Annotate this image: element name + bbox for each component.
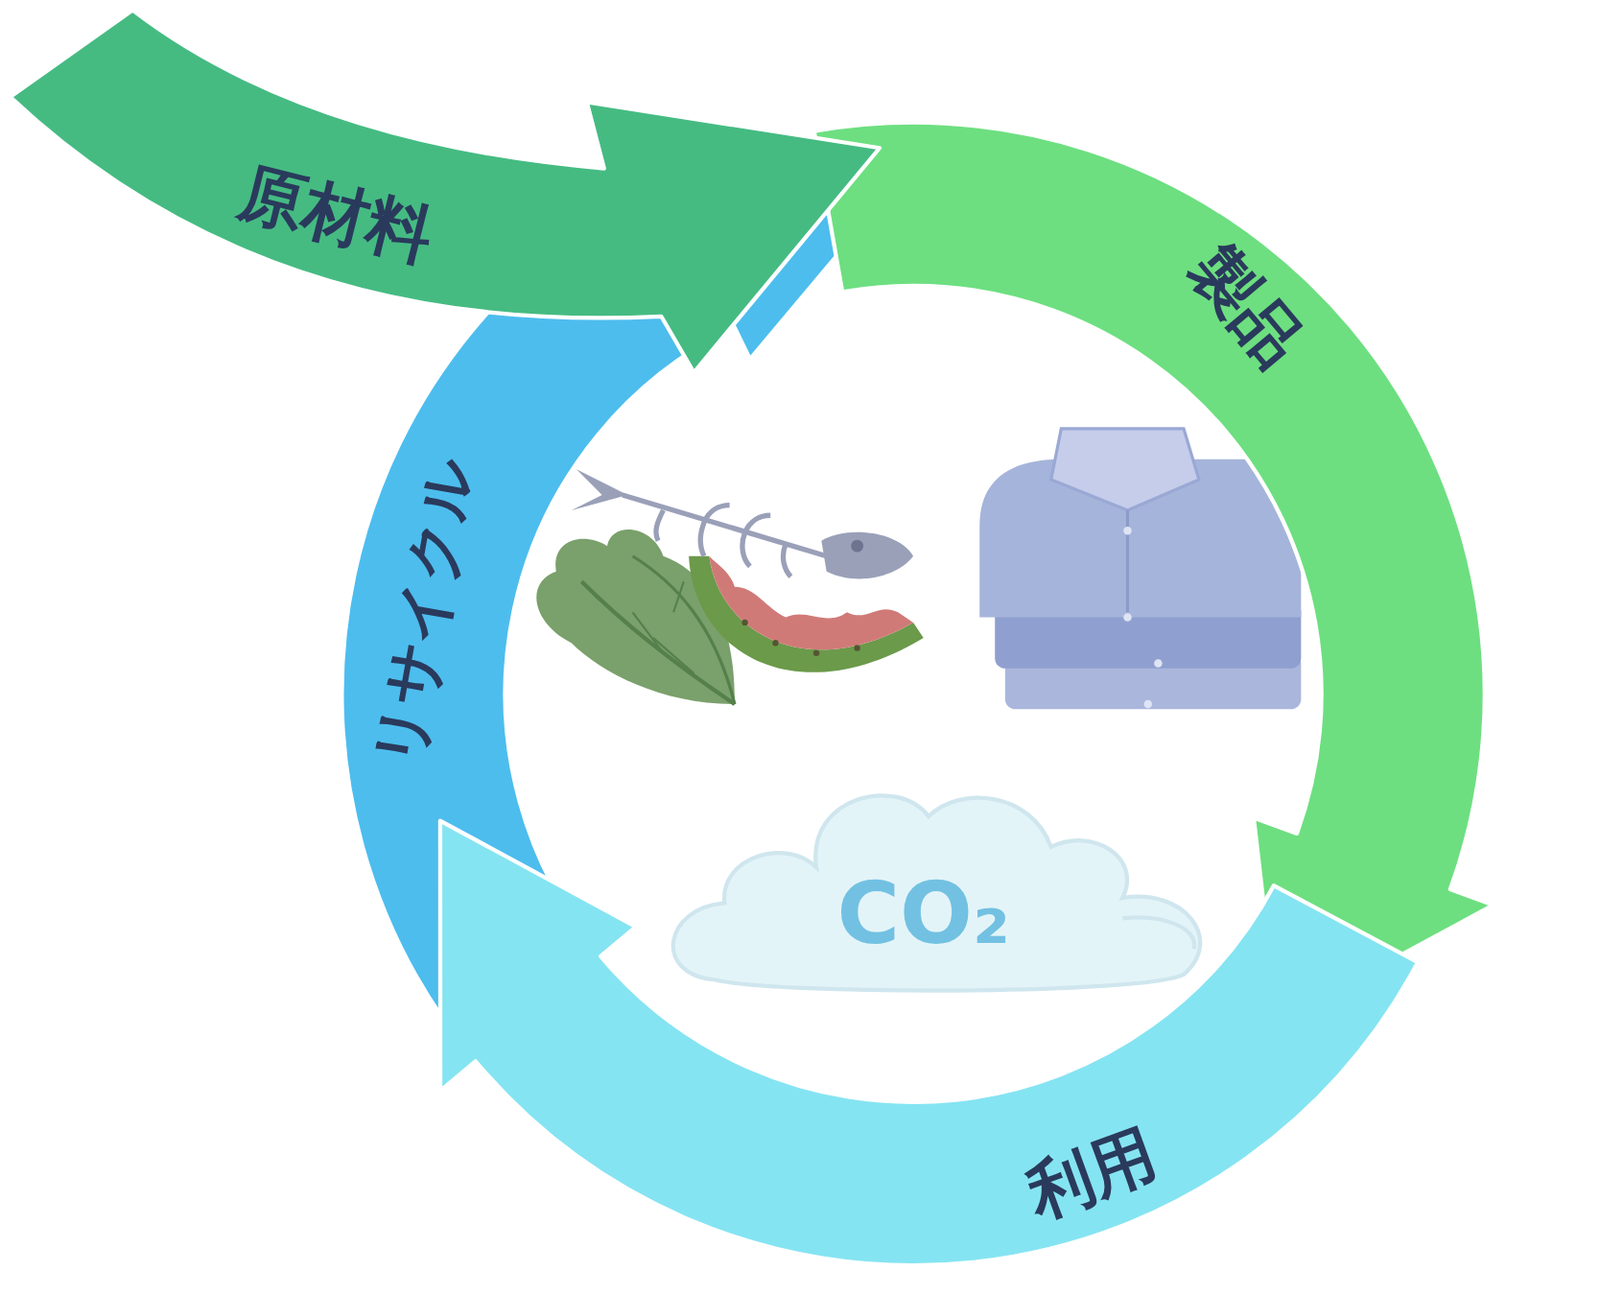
shirt-stack <box>979 428 1301 710</box>
arrow-path <box>440 821 1418 1267</box>
cloud <box>673 795 1200 990</box>
arrow-label: 利用 <box>1019 1120 1165 1227</box>
arrow-label: 原材料 <box>234 159 441 270</box>
fish-skeleton <box>571 469 914 579</box>
arrow-path <box>341 147 879 1061</box>
leaf <box>536 529 735 705</box>
arrow-path <box>814 122 1494 1022</box>
co2-label: CO₂ <box>836 870 1011 956</box>
arrow-label: 製品 <box>1179 235 1315 377</box>
arrow-label: リサイクル <box>366 453 481 772</box>
arrow-path <box>10 10 880 374</box>
